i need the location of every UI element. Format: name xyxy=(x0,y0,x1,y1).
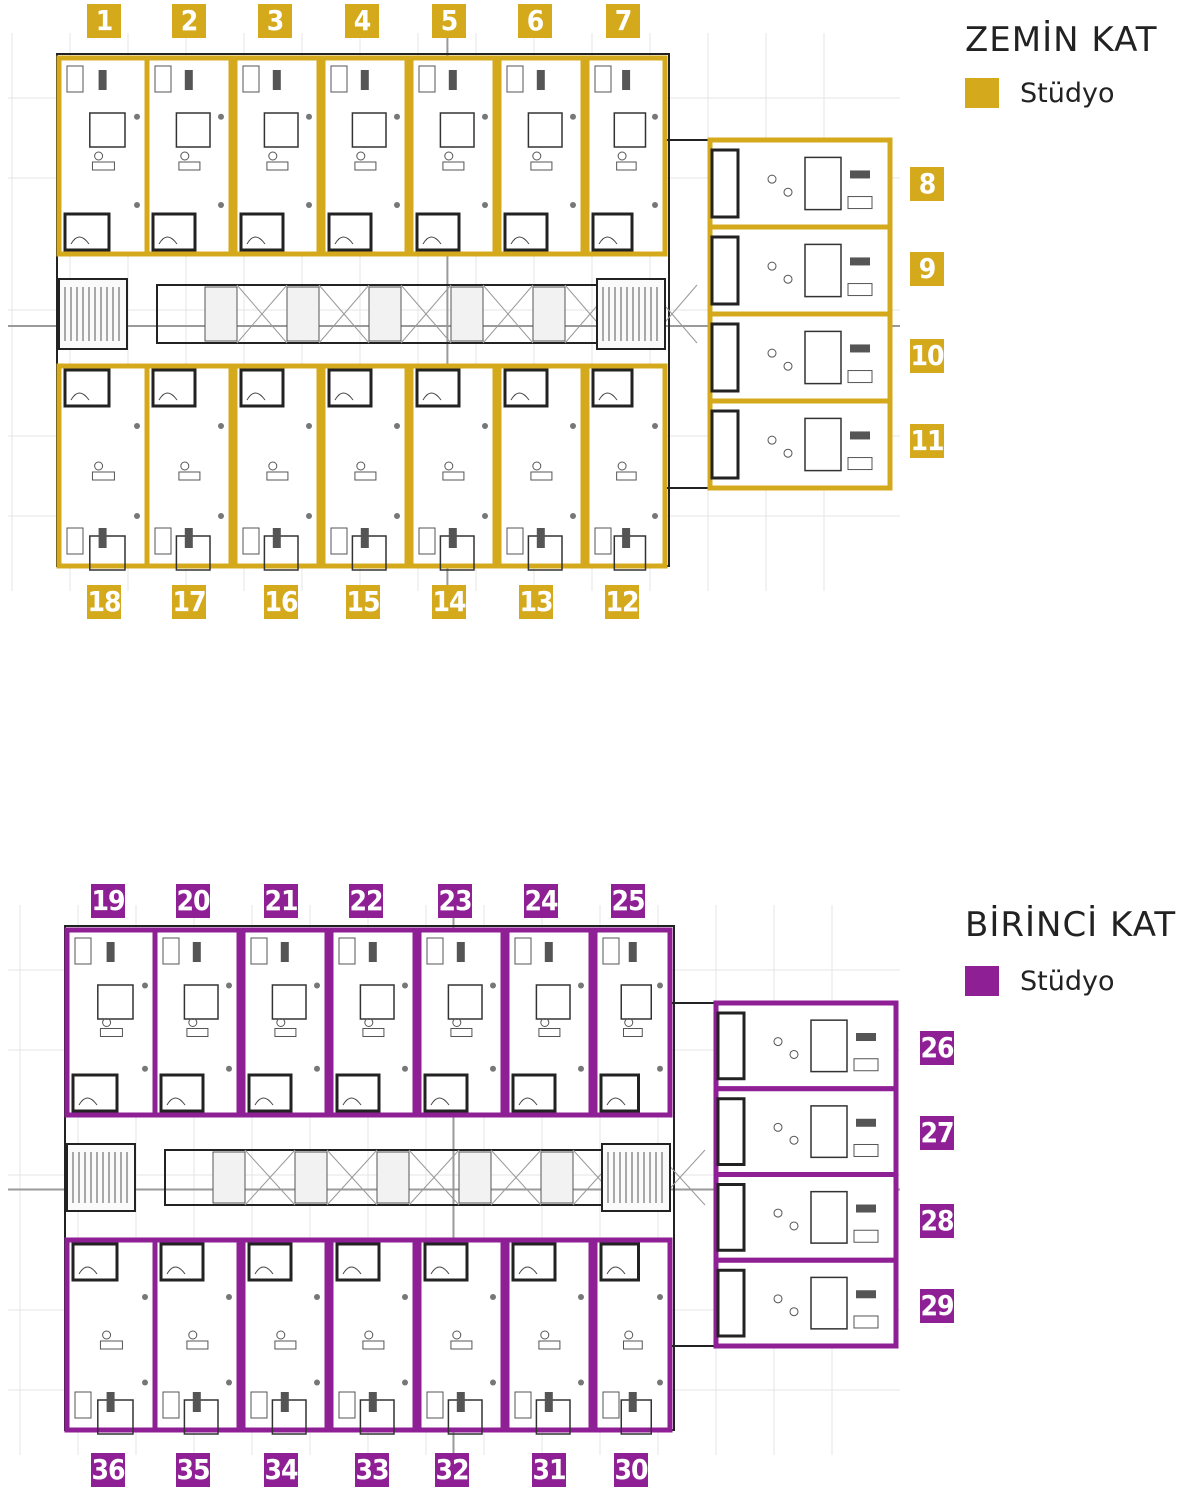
studio-unit xyxy=(496,363,586,571)
unit-number-label: 26 xyxy=(920,1031,955,1065)
unit-number-label: 3 xyxy=(258,4,292,38)
studio-unit xyxy=(504,927,594,1118)
unit-number-label: 23 xyxy=(438,884,473,918)
studio-unit xyxy=(240,1237,330,1435)
studio-unit xyxy=(416,927,506,1118)
studio-unit xyxy=(707,311,893,404)
legend-label-ground: Stüdyo xyxy=(1020,78,1115,109)
studio-unit xyxy=(592,1237,673,1435)
studio-unit xyxy=(144,55,234,257)
unit-number-label: 13 xyxy=(519,585,554,619)
studio-unit xyxy=(707,137,893,230)
studio-unit xyxy=(240,927,330,1118)
studio-unit xyxy=(56,363,150,571)
legend-swatch-first xyxy=(965,966,999,996)
first-floor-plan xyxy=(8,890,900,1465)
unit-number-label: 31 xyxy=(532,1453,567,1487)
studio-unit xyxy=(713,1257,899,1349)
unit-number-label: 25 xyxy=(611,884,646,918)
studio-unit xyxy=(707,398,893,491)
unit-number-label: 12 xyxy=(605,585,640,619)
studio-unit xyxy=(152,1237,242,1435)
unit-number-label: 7 xyxy=(606,4,640,38)
unit-number-label: 29 xyxy=(920,1289,955,1323)
unit-number-label: 4 xyxy=(345,4,379,38)
unit-number-label: 14 xyxy=(432,585,467,619)
studio-unit xyxy=(707,224,893,317)
studio-unit xyxy=(64,927,158,1118)
unit-number-label: 35 xyxy=(176,1453,211,1487)
unit-number-label: 22 xyxy=(349,884,384,918)
unit-number-label: 20 xyxy=(176,884,211,918)
unit-number-label: 36 xyxy=(91,1453,126,1487)
studio-unit xyxy=(713,1086,899,1177)
unit-number-label: 34 xyxy=(264,1453,299,1487)
unit-number-label: 1 xyxy=(87,4,121,38)
studio-unit xyxy=(64,1237,158,1435)
unit-number-label: 11 xyxy=(910,424,945,458)
studio-unit xyxy=(152,927,242,1118)
unit-number-label: 19 xyxy=(91,884,126,918)
studio-unit xyxy=(320,55,410,257)
unit-number-label: 16 xyxy=(264,585,299,619)
unit-number-label: 32 xyxy=(435,1453,470,1487)
studio-unit xyxy=(408,363,498,571)
studio-unit xyxy=(232,55,322,257)
unit-number-label: 24 xyxy=(524,884,559,918)
unit-number-label: 33 xyxy=(355,1453,390,1487)
studio-unit xyxy=(496,55,586,257)
unit-number-label: 30 xyxy=(614,1453,649,1487)
floor-title-first: BİRİNCİ KAT xyxy=(965,905,1177,945)
studio-unit xyxy=(320,363,410,571)
unit-number-label: 18 xyxy=(87,585,122,619)
floor-title-ground: ZEMİN KAT xyxy=(965,20,1158,60)
unit-number-label: 10 xyxy=(910,339,945,373)
studio-unit xyxy=(328,927,418,1118)
unit-number-label: 21 xyxy=(264,884,299,918)
unit-number-label: 27 xyxy=(920,1116,955,1150)
unit-number-label: 28 xyxy=(920,1204,955,1238)
studio-unit xyxy=(232,363,322,571)
studio-unit xyxy=(584,55,668,257)
unit-number-label: 8 xyxy=(910,167,944,201)
studio-unit xyxy=(592,927,673,1118)
studio-unit xyxy=(416,1237,506,1435)
studio-unit xyxy=(713,1172,899,1263)
studio-unit xyxy=(56,55,150,257)
unit-number-label: 15 xyxy=(346,585,381,619)
unit-number-label: 9 xyxy=(910,252,944,286)
studio-unit xyxy=(144,363,234,571)
studio-unit xyxy=(584,363,668,571)
legend-label-first: Stüdyo xyxy=(1020,966,1115,997)
studio-unit xyxy=(504,1237,594,1435)
legend-swatch-ground xyxy=(965,78,999,108)
unit-number-label: 5 xyxy=(432,4,466,38)
unit-number-label: 17 xyxy=(172,585,207,619)
unit-number-label: 6 xyxy=(518,4,552,38)
studio-unit xyxy=(408,55,498,257)
studio-unit xyxy=(328,1237,418,1435)
ground-floor-plan xyxy=(8,18,900,601)
studio-unit xyxy=(713,1000,899,1092)
unit-number-label: 2 xyxy=(172,4,206,38)
